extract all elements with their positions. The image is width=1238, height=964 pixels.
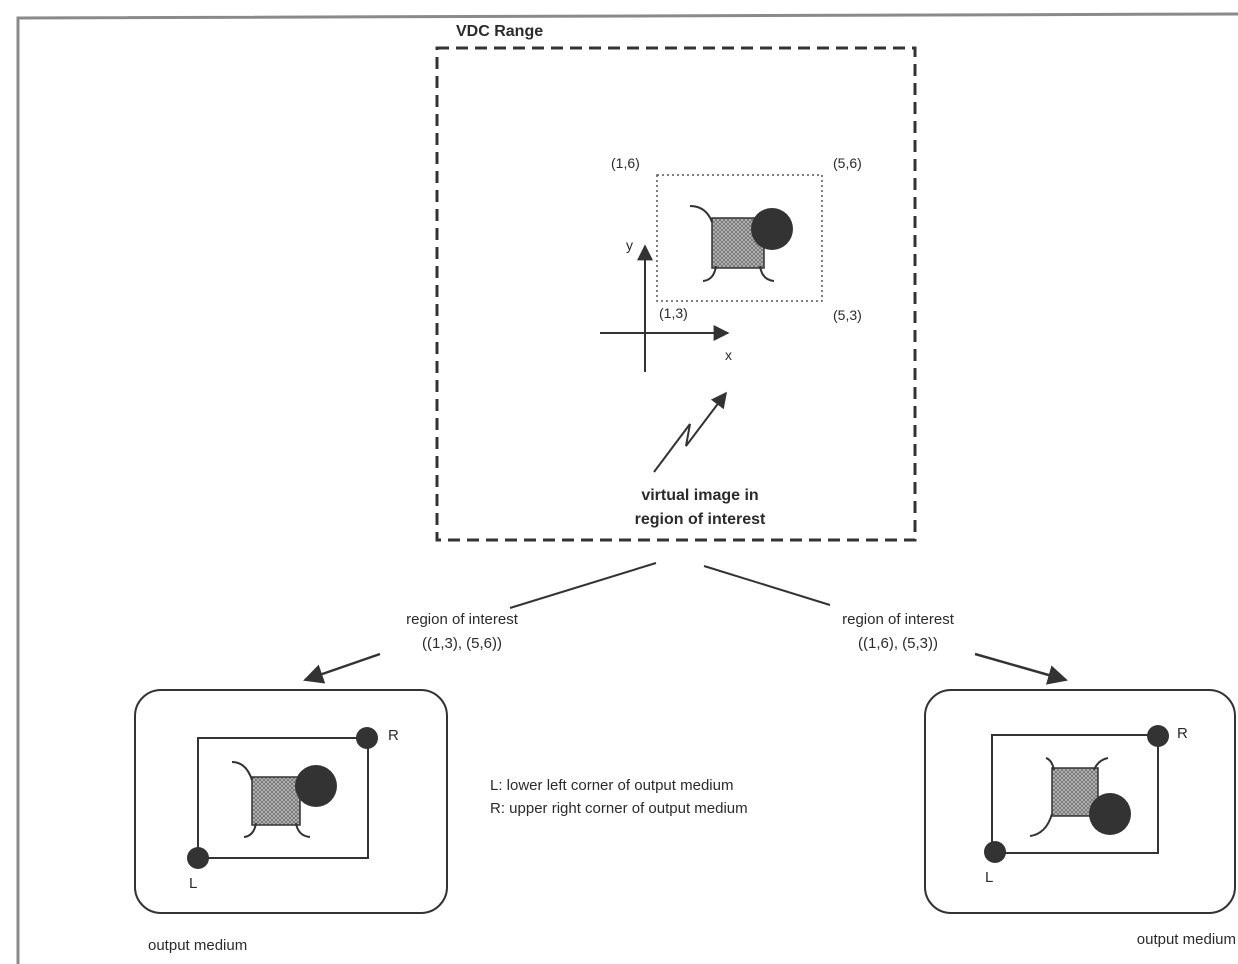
marker-upper-right (356, 727, 378, 749)
axes (600, 244, 730, 372)
branch-line-right (703, 565, 831, 606)
pointer-arrow (653, 391, 727, 473)
marker-lower-left (187, 847, 209, 869)
output-image-right (1029, 757, 1131, 837)
branch-line-left (509, 562, 657, 609)
right-corner-label-l: L (985, 869, 993, 886)
right-corner-label-r: R (1177, 725, 1188, 742)
y-axis-label: y (626, 237, 633, 253)
legend-line-1: L: lower left corner of output medium (490, 777, 733, 794)
left-branch-arrow (303, 652, 381, 684)
vdc-range-box (435, 46, 917, 542)
virtual-image-caption-line1: virtual image in (641, 487, 758, 504)
coord-lower-left: (1,3) (659, 305, 688, 321)
x-axis-label: x (725, 347, 732, 363)
marker-lower-left-right (984, 841, 1006, 863)
output-image-left (231, 761, 337, 838)
virtual-image-caption-line2: region of interest (635, 511, 766, 528)
output-medium-label-left: output medium (148, 937, 247, 954)
left-branch-label-line2: ((1,3), (5,6)) (422, 635, 502, 652)
legend-line-2: R: upper right corner of output medium (490, 800, 748, 817)
virtual-image (689, 205, 793, 282)
left-corner-label-l: L (189, 875, 197, 892)
outer-frame (16, 12, 1238, 964)
coord-upper-left: (1,6) (611, 155, 640, 171)
left-branch-label-line1: region of interest (406, 611, 519, 628)
coord-lower-right: (5,3) (833, 307, 862, 323)
right-branch-label-line2: ((1,6), (5,3)) (858, 635, 938, 652)
output-medium-left (134, 689, 448, 914)
right-branch-arrow (974, 652, 1068, 685)
right-branch-label-line1: region of interest (842, 611, 955, 628)
coord-upper-right: (5,6) (833, 155, 862, 171)
output-medium-right (924, 689, 1236, 914)
output-medium-label-right: output medium (1137, 931, 1236, 948)
vdc-range-label: VDC Range (456, 23, 543, 40)
marker-upper-right-right (1147, 725, 1169, 747)
left-corner-label-r: R (388, 727, 399, 744)
